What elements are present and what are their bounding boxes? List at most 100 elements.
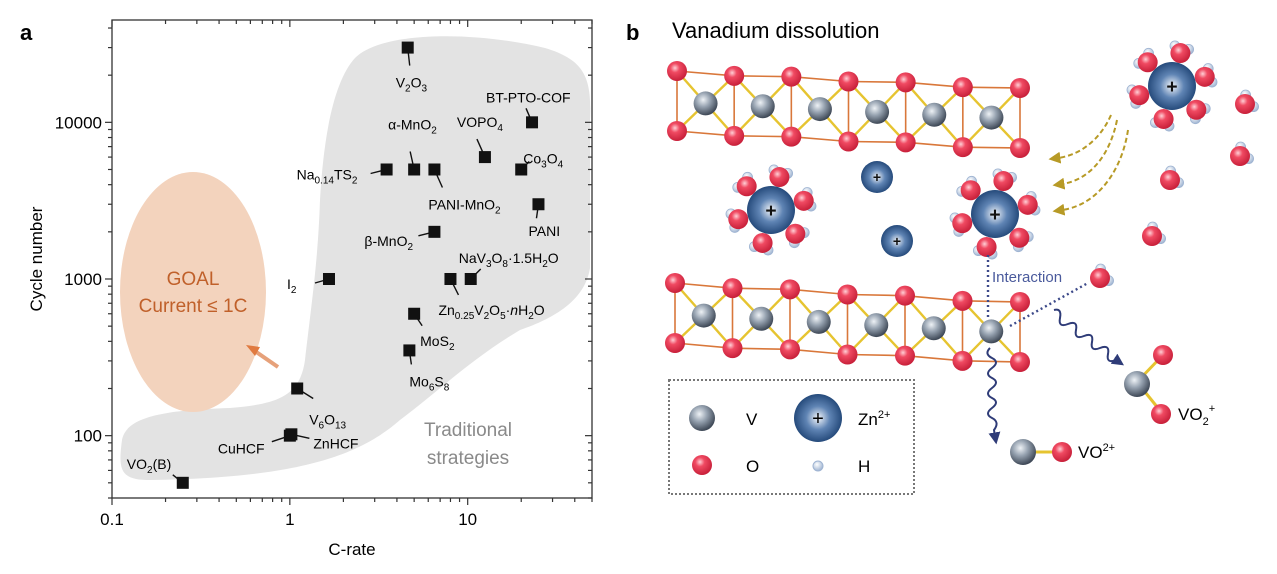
point-label: BT-PTO-COF bbox=[486, 89, 571, 105]
x-tick-label: 1 bbox=[285, 510, 294, 529]
traditional-label: Traditional bbox=[424, 420, 512, 441]
vanadium-atom bbox=[806, 309, 831, 334]
data-point: BT-PTO-COF bbox=[486, 89, 571, 129]
migration-arrow-1 bbox=[1048, 114, 1112, 164]
y-tick-label: 10000 bbox=[55, 113, 102, 132]
interaction-lines bbox=[986, 255, 1089, 328]
oxygen-atom bbox=[1010, 352, 1030, 372]
data-point: VOPO4 bbox=[457, 114, 503, 164]
oxygen-atom bbox=[780, 279, 800, 300]
interaction-label: Interaction bbox=[992, 269, 1062, 286]
oxygen-atom bbox=[780, 339, 800, 360]
data-point: PANI-MnO2 bbox=[428, 163, 501, 216]
oxygen-atom bbox=[895, 345, 915, 366]
oxygen-atom bbox=[667, 61, 687, 81]
point-label: Co3O4 bbox=[523, 150, 563, 170]
data-point: V2O3 bbox=[396, 41, 428, 95]
electrolyte-species: +++++ bbox=[725, 40, 1259, 288]
point-label: V2O3 bbox=[396, 75, 428, 95]
top-vo-layer bbox=[667, 61, 1030, 158]
water-molecule bbox=[992, 168, 1018, 192]
oxygen-atom bbox=[837, 344, 858, 365]
dissolution-arrow-vo2plus2 bbox=[986, 347, 1001, 445]
marker-square bbox=[478, 151, 491, 164]
oxygen-atom bbox=[1129, 85, 1150, 106]
point-label: I2 bbox=[287, 276, 297, 296]
legend-zinc-icon bbox=[794, 394, 842, 442]
water-molecule bbox=[1149, 108, 1175, 132]
data-point: I2 bbox=[287, 272, 335, 296]
oxygen-atom bbox=[895, 72, 916, 93]
point-label: ZnHCF bbox=[313, 435, 358, 451]
vanadium-atom bbox=[807, 97, 832, 122]
goal-arrow-head bbox=[246, 345, 260, 356]
point-label: V6O13 bbox=[309, 411, 346, 431]
water-molecule bbox=[1009, 227, 1034, 253]
legend-v-label: V bbox=[746, 410, 758, 429]
oxygen-atom bbox=[736, 176, 757, 197]
vo-2plus-label: VO2+ bbox=[1078, 442, 1115, 462]
point-label: β-MnO2 bbox=[364, 233, 413, 253]
vo2-plus-label: VO2+ bbox=[1178, 403, 1215, 428]
water-molecule bbox=[956, 175, 981, 201]
oxygen-atom bbox=[952, 137, 973, 158]
oxygen-atom bbox=[1137, 52, 1158, 73]
legend-zn-label: Zn2+ bbox=[858, 409, 890, 429]
data-point: ZnHCF bbox=[285, 428, 359, 451]
oxygen-atom bbox=[837, 284, 858, 305]
bottom-vo-layer bbox=[665, 273, 1030, 372]
water-molecule bbox=[1230, 141, 1254, 166]
axis-ticks bbox=[105, 20, 593, 505]
zinc-ion-bare: + bbox=[881, 225, 913, 257]
oxygen-atom bbox=[665, 333, 685, 353]
marker-square bbox=[532, 198, 545, 211]
oxygen-atom bbox=[952, 290, 973, 311]
oxygen-atom bbox=[952, 213, 973, 234]
data-point: α-MnO2 bbox=[388, 116, 437, 176]
oxygen-atom bbox=[724, 65, 745, 86]
oxygen-atom bbox=[1153, 345, 1173, 365]
plus-icon: + bbox=[893, 233, 901, 249]
zinc-ion bbox=[1148, 62, 1196, 110]
oxygen-atom bbox=[722, 338, 743, 359]
vanadium-atom bbox=[864, 313, 889, 338]
vanadium-atom bbox=[693, 91, 718, 116]
vanadium-atom bbox=[1010, 439, 1036, 465]
oxygen-atom bbox=[728, 209, 749, 230]
data-points: V2O3BT-PTO-COFVOPO4Co3O4Na0.14TS2α-MnO2P… bbox=[127, 41, 571, 489]
oxygen-atom bbox=[838, 71, 859, 92]
plus-icon: + bbox=[765, 201, 776, 222]
point-label: MoS2 bbox=[420, 333, 455, 353]
point-label: Mo6S8 bbox=[409, 373, 449, 393]
marker-square bbox=[401, 41, 414, 54]
marker-square bbox=[428, 163, 441, 176]
oxygen-atom bbox=[1090, 268, 1110, 288]
oxygen-atom bbox=[1010, 292, 1030, 312]
data-point: Zn0.25V2O5·nH2O bbox=[438, 272, 545, 322]
water-molecule bbox=[748, 232, 774, 256]
vo2-plus-molecule: VO2+ bbox=[1124, 345, 1215, 428]
water-molecule bbox=[972, 236, 998, 260]
legend-box bbox=[668, 379, 915, 495]
goal-sublabel: Current ≤ 1C bbox=[139, 296, 248, 317]
water-molecule bbox=[1126, 84, 1150, 109]
marker-square bbox=[322, 272, 335, 285]
oxygen-atom bbox=[952, 77, 973, 98]
zinc-ion bbox=[971, 190, 1019, 238]
marker-square bbox=[285, 428, 298, 441]
water-molecule bbox=[725, 208, 749, 233]
data-point: PANI bbox=[528, 198, 560, 239]
panel-a-label: a bbox=[20, 20, 33, 45]
oxygen-atom bbox=[1230, 146, 1250, 166]
zinc-ion-bare: + bbox=[861, 161, 893, 193]
panel-a-chart: a GOAL Current ≤ 1C Traditional strategi… bbox=[20, 19, 593, 559]
oxygen-atom bbox=[895, 132, 916, 153]
x-axis-label: C-rate bbox=[328, 540, 375, 559]
legend-h-label: H bbox=[858, 457, 870, 476]
panel-b-diagram: b Vanadium dissolution +++++ Interaction… bbox=[626, 18, 1259, 495]
oxygen-atom bbox=[1142, 226, 1162, 246]
plus-icon: + bbox=[812, 408, 824, 430]
oxygen-atom bbox=[667, 121, 687, 141]
